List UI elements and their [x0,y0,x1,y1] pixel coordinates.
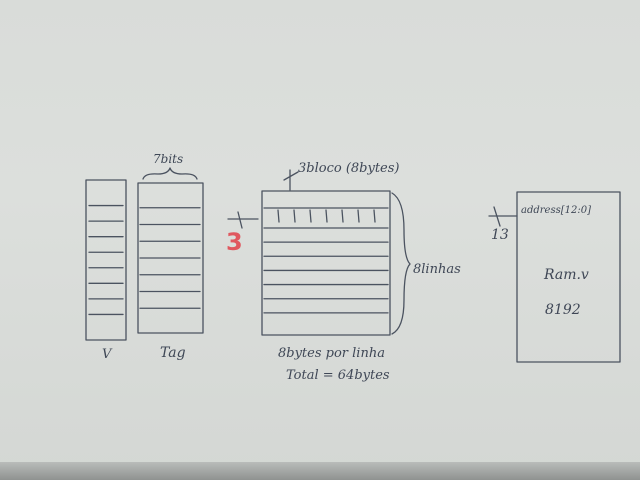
ram-size-label: 8192 [545,302,581,318]
tag-width-brace [142,167,198,180]
rows-count-label: 8linhas [413,262,461,277]
ram-block [488,191,621,363]
data-array [227,169,411,336]
total-size-label: Total = 64bytes [286,368,390,383]
block-offset-tick [283,169,299,191]
address-width-label: 13 [491,227,509,243]
byte-divider [309,209,312,223]
ram-address-label: address[12:0] [521,205,591,216]
valid-bits-label: V [102,347,112,362]
tag-width-label: 7bits [153,152,184,166]
byte-divider [341,209,344,223]
ram-name-label: Ram.v [544,267,589,283]
rows-brace [391,192,411,335]
byte-divider [277,209,280,223]
whiteboard-tray [0,462,640,480]
index-width-label: 3 [226,228,243,256]
byte-divider [357,209,360,223]
block-offset-label: 3bloco (8bytes) [298,161,400,176]
byte-divider [373,209,376,223]
valid-bits-array [85,179,127,341]
tag-array [137,167,204,334]
index-tick [227,211,259,229]
address-tick [488,206,518,227]
bytes-per-row-label: 8bytes por linha [278,346,385,361]
byte-divider [325,209,328,223]
tag-label: Tag [160,345,186,361]
byte-divider [293,209,296,223]
